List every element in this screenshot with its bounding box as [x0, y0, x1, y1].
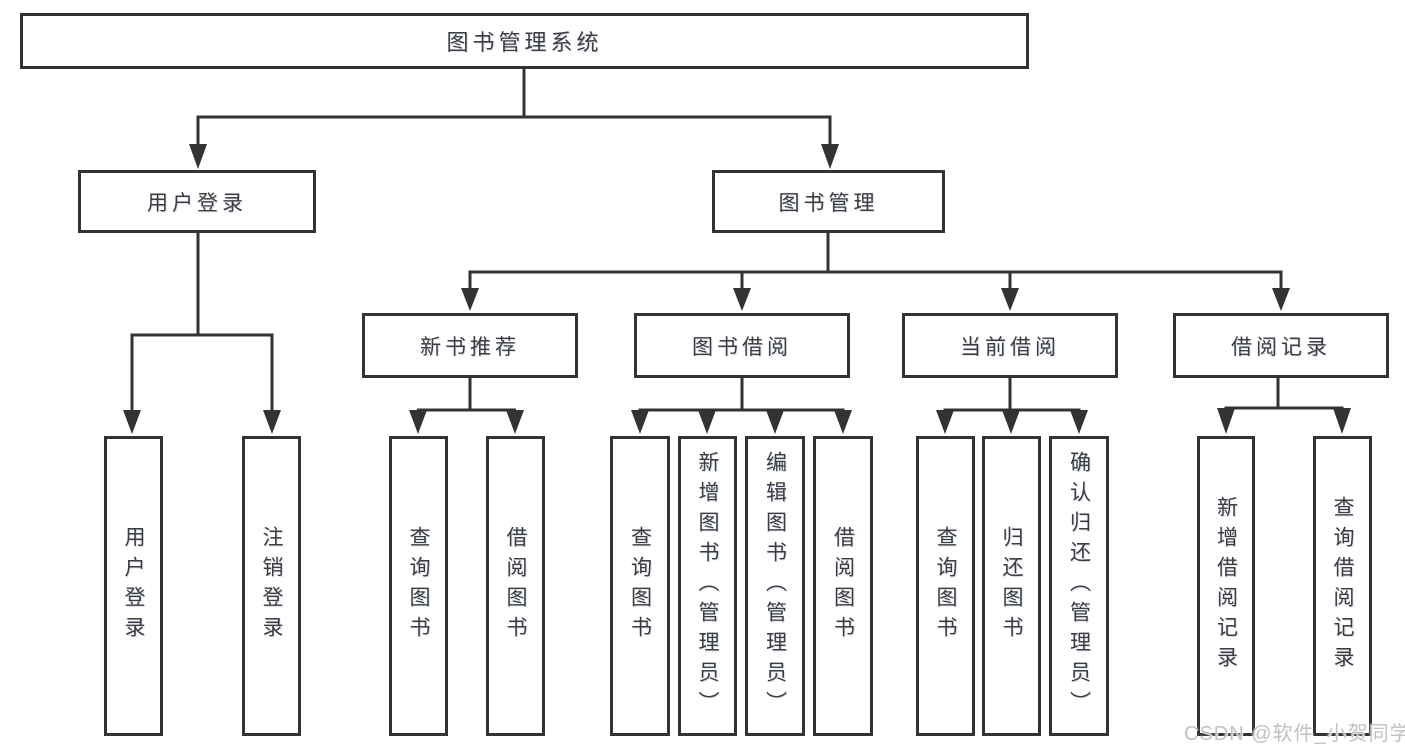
leaf-confirm-return-admin: 确认归还（管理员） — [1049, 436, 1109, 736]
leaf-add-books-admin: 新增图书（管理员） — [678, 436, 737, 736]
node-library-system: 图书管理系统 — [20, 13, 1029, 69]
csdn-watermark: CSDN @软件_小贺同学 — [1184, 723, 1405, 745]
leaf-query-books-borrowing: 查询图书 — [610, 436, 670, 736]
leaf-borrow-books-recommend: 借阅图书 — [486, 436, 545, 736]
leaf-borrow-books-recommend-label: 借阅图书 — [504, 526, 527, 646]
leaf-user-login: 用户登录 — [104, 436, 163, 736]
leaf-query-books-recommend-label: 查询图书 — [407, 526, 430, 646]
leaf-borrow-books-borrowing-label: 借阅图书 — [831, 526, 855, 646]
leaf-confirm-return-admin-label: 确认归还（管理员） — [1067, 451, 1091, 721]
node-new-book-recommendation: 新书推荐 — [362, 313, 578, 378]
leaf-add-borrow-record: 新增借阅记录 — [1197, 436, 1255, 736]
leaf-user-login-label: 用户登录 — [122, 526, 145, 646]
leaf-query-books-current-label: 查询图书 — [934, 526, 957, 646]
leaf-query-books-current: 查询图书 — [916, 436, 975, 736]
arrowheads — [123, 144, 1351, 434]
leaf-query-borrow-record-label: 查询借阅记录 — [1331, 496, 1354, 676]
leaf-edit-books-admin: 编辑图书（管理员） — [745, 436, 805, 736]
leaf-edit-books-admin-label: 编辑图书（管理员） — [763, 451, 787, 721]
node-current-borrowing: 当前借阅 — [902, 313, 1118, 378]
node-book-borrowing: 图书借阅 — [634, 313, 850, 378]
leaf-borrow-books-borrowing: 借阅图书 — [813, 436, 873, 736]
leaf-query-borrow-record: 查询借阅记录 — [1313, 436, 1372, 736]
leaf-add-books-admin-label: 新增图书（管理员） — [696, 451, 719, 721]
node-book-management: 图书管理 — [712, 170, 945, 233]
leaf-return-books-label: 归还图书 — [1000, 526, 1023, 646]
leaf-query-books-borrowing-label: 查询图书 — [628, 526, 652, 646]
leaf-add-borrow-record-label: 新增借阅记录 — [1214, 496, 1238, 676]
node-user-login-group: 用户登录 — [78, 170, 316, 233]
leaf-return-books: 归还图书 — [982, 436, 1041, 736]
leaf-logout-label: 注销登录 — [260, 526, 283, 646]
node-borrowing-records: 借阅记录 — [1173, 313, 1389, 378]
leaf-logout: 注销登录 — [242, 436, 301, 736]
leaf-query-books-recommend: 查询图书 — [389, 436, 448, 736]
